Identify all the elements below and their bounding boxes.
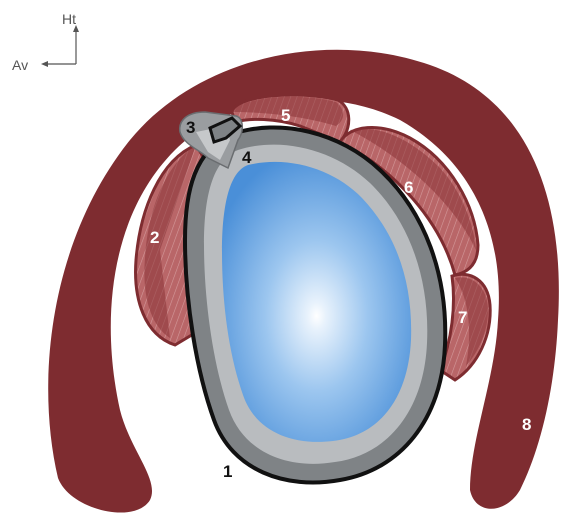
label-5: 5 — [281, 106, 290, 125]
label-6: 6 — [404, 178, 413, 197]
arrow-left-icon — [41, 61, 48, 67]
label-2: 2 — [150, 228, 159, 247]
orientation-left-label: Av — [12, 57, 28, 73]
label-8: 8 — [522, 415, 531, 434]
label-4: 4 — [242, 148, 252, 167]
orientation-up-label: Ht — [62, 11, 76, 27]
label-1: 1 — [223, 462, 232, 481]
label-7: 7 — [458, 308, 467, 327]
orientation-indicator: Ht Av — [12, 11, 79, 73]
label-3: 3 — [186, 118, 195, 137]
